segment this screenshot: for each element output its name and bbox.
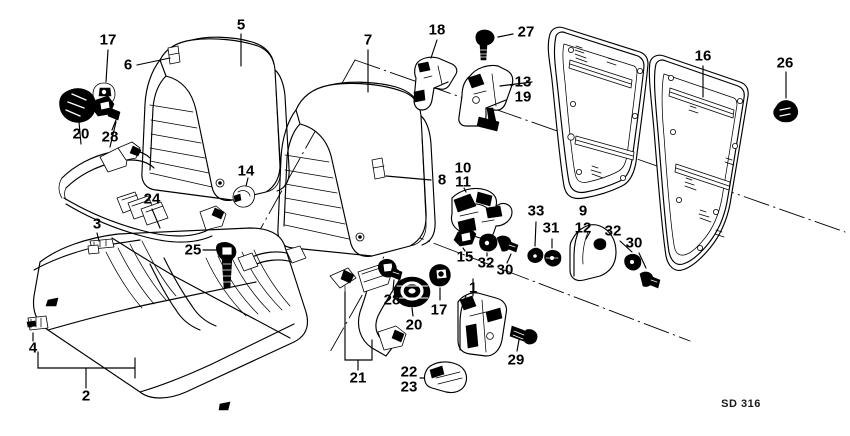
callout-15: 15	[456, 248, 474, 266]
part-32-washer-mid	[479, 233, 498, 257]
part-27-bolt	[475, 29, 514, 61]
callout-30-right: 30	[625, 234, 643, 252]
callout-19: 19	[514, 88, 532, 106]
callout-22: 22	[400, 363, 418, 381]
callout-7: 7	[363, 31, 373, 49]
callout-4: 4	[28, 339, 38, 357]
part-30-bolt-right	[638, 252, 661, 289]
part-cushion-hook-4	[26, 315, 136, 389]
callout-13: 13	[514, 73, 532, 91]
part-15-nut	[453, 227, 477, 252]
callout-10: 10	[454, 159, 472, 177]
callout-12: 12	[574, 219, 592, 237]
callout-18: 18	[428, 21, 446, 39]
part-20-reel-mid	[393, 276, 431, 317]
part-28-screw-mid	[378, 258, 403, 291]
callout-32-mid: 32	[477, 254, 495, 272]
diagram-code: SD 316	[721, 398, 761, 410]
callout-29: 29	[507, 351, 525, 369]
part-10-11-latch	[450, 187, 513, 240]
callout-20-top: 20	[72, 125, 90, 143]
part-1-striker-body	[457, 278, 508, 357]
callout-33: 33	[527, 202, 545, 220]
part-30-bolt-mid	[496, 235, 519, 264]
part-13-19-bracket	[458, 64, 514, 132]
leader-lines	[78, 33, 704, 251]
callout-8: 8	[437, 171, 447, 189]
callout-16: 16	[694, 47, 712, 65]
callout-14: 14	[237, 162, 255, 180]
part-seat-belt-24	[58, 141, 307, 272]
part-seat-back-right	[277, 81, 436, 257]
callout-17-top: 17	[99, 31, 117, 49]
callout-26: 26	[776, 54, 794, 72]
part-18-bracket	[413, 39, 458, 111]
callout-30-mid: 30	[496, 261, 514, 279]
callout-20-mid: 20	[405, 316, 423, 334]
callout-25: 25	[184, 241, 202, 259]
part-25-flange-bolt	[216, 242, 237, 289]
part-14-grommet	[232, 177, 255, 208]
callout-2: 2	[81, 387, 91, 405]
part-29-bolt	[509, 325, 538, 352]
part-31-washer	[544, 238, 562, 267]
callout-5: 5	[236, 16, 246, 34]
callout-24: 24	[143, 190, 161, 208]
part-28-screw-top	[91, 95, 121, 131]
part-26-clip	[773, 71, 799, 123]
part-9-12-cover	[569, 224, 617, 282]
callout-3: 3	[92, 215, 102, 233]
callout-27: 27	[517, 23, 535, 41]
part-17-clip-mid	[429, 264, 451, 301]
callout-9: 9	[578, 202, 588, 220]
part-seat-back-panel-16	[547, 26, 749, 271]
callout-21: 21	[349, 369, 367, 387]
callout-32-right: 32	[604, 222, 622, 240]
callout-6: 6	[123, 56, 133, 74]
part-seat-back-left	[141, 36, 290, 201]
callout-17-mid: 17	[430, 301, 448, 319]
part-seat-cushion	[32, 227, 309, 411]
part-22-23-cover	[419, 361, 468, 394]
part-32-washer-right	[619, 240, 642, 271]
callout-31: 31	[542, 219, 560, 237]
callout-1: 1	[468, 279, 478, 297]
part-33-nut	[527, 221, 544, 263]
part-20-knob-top	[59, 88, 97, 123]
callout-28-top: 28	[101, 128, 119, 146]
callout-23: 23	[400, 378, 418, 396]
callout-11: 11	[455, 173, 471, 191]
callout-28-mid: 28	[383, 291, 401, 309]
